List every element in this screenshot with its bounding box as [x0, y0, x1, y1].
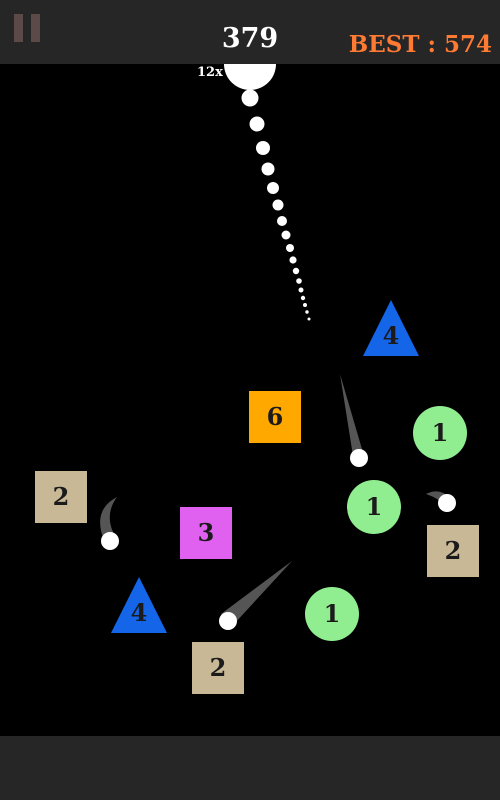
block-square: 3	[180, 507, 232, 559]
balls	[101, 449, 456, 630]
circle-block	[305, 587, 359, 641]
aim-dot	[249, 116, 265, 132]
aim-dot	[272, 199, 284, 211]
circle-block	[413, 406, 467, 460]
block-circle: 1	[347, 480, 401, 534]
block-value: 2	[210, 653, 227, 682]
block-circle: 1	[413, 406, 467, 460]
ball-multiplier: 12x	[197, 65, 223, 80]
aim-dot	[277, 216, 287, 226]
block-value: 4	[131, 598, 148, 627]
ball	[101, 532, 119, 550]
aim-dot	[256, 141, 270, 155]
ball-trail	[340, 374, 364, 456]
aim-dot	[292, 267, 300, 275]
pause-icon	[14, 14, 23, 42]
aim-dot	[300, 295, 306, 301]
ball-trail	[221, 561, 292, 624]
aim-dot	[267, 182, 279, 194]
bottom-bar	[0, 736, 500, 800]
aim-dot	[241, 89, 259, 107]
triangle-block	[363, 300, 419, 356]
ball-launcher	[224, 64, 276, 90]
square-block	[249, 391, 301, 443]
square-block	[35, 471, 87, 523]
block-value: 6	[267, 402, 284, 431]
ball	[438, 494, 456, 512]
block-value: 1	[324, 599, 341, 628]
ball	[350, 449, 368, 467]
block-value: 2	[445, 536, 462, 565]
block-square: 2	[427, 525, 479, 577]
block-value: 3	[198, 518, 215, 547]
aim-dot	[303, 303, 307, 307]
triangle-block	[111, 577, 167, 633]
block-triangle: 4	[111, 577, 167, 633]
aim-trajectory	[241, 89, 311, 321]
square-block	[192, 642, 244, 694]
aim-dot	[298, 287, 304, 293]
aim-dot	[296, 278, 302, 284]
block-value: 2	[53, 482, 70, 511]
block-value: 1	[366, 492, 383, 521]
block-square: 6	[249, 391, 301, 443]
aim-dot	[307, 317, 311, 321]
ball-trail	[100, 497, 117, 540]
pause-button[interactable]	[14, 14, 40, 42]
block-circle: 1	[305, 587, 359, 641]
block-square: 2	[192, 642, 244, 694]
circle-block	[347, 480, 401, 534]
square-block	[180, 507, 232, 559]
block-square: 2	[35, 471, 87, 523]
aim-dot	[281, 230, 291, 240]
square-block	[427, 525, 479, 577]
block-value: 1	[432, 418, 449, 447]
aim-dot	[261, 162, 275, 176]
block-triangle: 4	[363, 300, 419, 356]
aim-dot	[286, 244, 294, 252]
pause-icon-bar	[31, 14, 40, 42]
ball	[219, 612, 237, 630]
top-bar: 379 BEST : 574	[0, 0, 500, 64]
aim-dot	[289, 256, 297, 264]
score: 379	[221, 23, 279, 54]
best-score: BEST : 574	[348, 31, 492, 58]
block-value: 4	[383, 321, 400, 350]
aim-dot	[305, 310, 309, 314]
